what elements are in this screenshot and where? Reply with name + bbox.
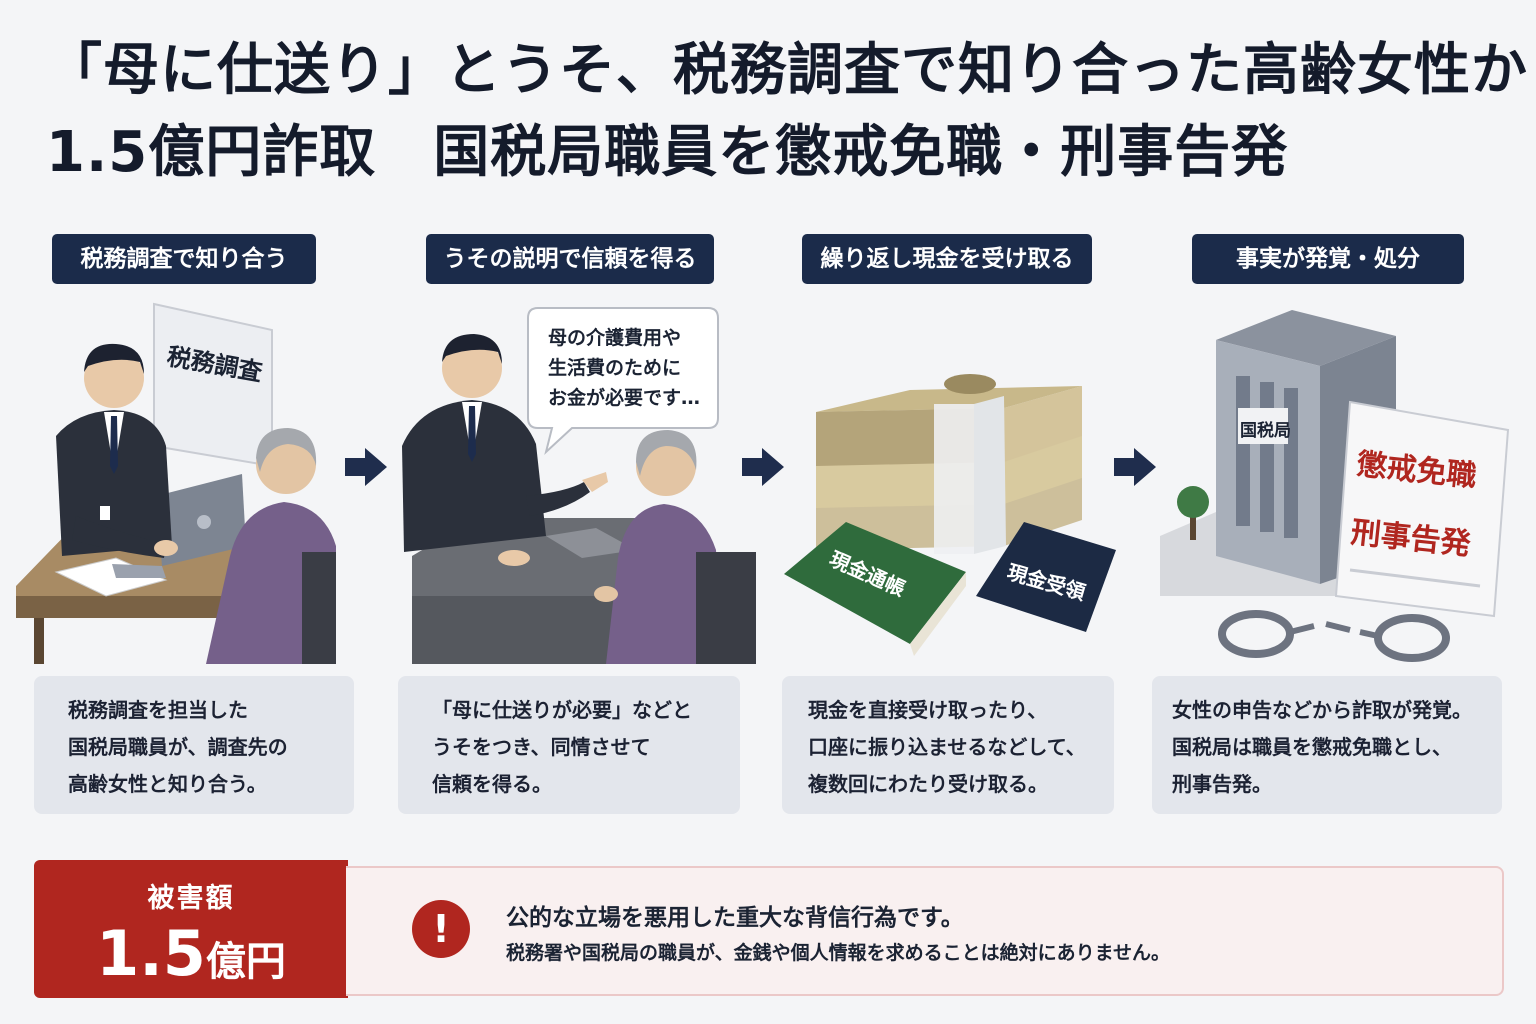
- scene-cash: 現金通帳 現金受領: [784, 374, 1116, 656]
- official-head: [84, 348, 144, 408]
- scene-discovery-punishment: 国税局 懲戒免職 刑事告発: [1160, 310, 1510, 662]
- official-suit: [56, 410, 172, 556]
- desc-line: 信頼を得る。: [432, 772, 552, 796]
- document: [54, 557, 168, 597]
- scene-false-explanation: 母の介護費用や 生活費のために お金が必要です…: [402, 307, 756, 664]
- desc-line: 税務調査を担当した: [68, 698, 248, 722]
- bankbook-green: 現金通帳: [784, 522, 966, 656]
- warning-main-text: 公的な立場を悪用した重大な背信行為です。: [506, 905, 964, 931]
- desc-line: 複数回にわたり受け取る。: [808, 772, 1048, 796]
- damage-number: 1.5: [96, 917, 206, 990]
- warning-box: ! 公的な立場を悪用した重大な背信行為です。 税務署や国税局の職員が、金銭や個人…: [346, 866, 1504, 996]
- headline: 「母に仕送り」とうそ、税務調査で知り合った高齢女性から 1.5億円詐取 国税局職…: [46, 30, 1536, 194]
- step-3-tag: 繰り返し現金を受け取る: [802, 234, 1092, 284]
- desc-line: 「母に仕送りが必要」などと: [432, 698, 692, 722]
- damage-amount: 1.5億円: [34, 917, 348, 990]
- desc-line: 口座に振り込ませるなどして、: [808, 735, 1086, 759]
- elderly-woman-clothes: [606, 504, 722, 664]
- speech-bubble: [527, 307, 719, 456]
- bubble-line-2: 生活費のために: [548, 356, 681, 379]
- desc-line: 刑事告発。: [1172, 772, 1272, 796]
- official-head: [442, 338, 502, 398]
- handcuffs-icon: [1218, 610, 1450, 662]
- arrow-right-icon: [742, 448, 784, 486]
- scene-tax-audit: 税務調査: [16, 302, 336, 664]
- desc-line: 国税局職員が、調査先の: [68, 735, 288, 759]
- exclamation-icon: !: [412, 900, 470, 958]
- step-4-description: 女性の申告などから詐取が発覚。 国税局は職員を懲戒免職とし、 刑事告発。: [1152, 676, 1502, 814]
- building-sign: 国税局: [1240, 420, 1291, 441]
- bubble-line-3: お金が必要です…: [548, 386, 700, 409]
- headline-line-1: 「母に仕送り」とうそ、税務調査で知り合った高齢女性から: [46, 38, 1536, 103]
- step-4-tag: 事実が発覚・処分: [1192, 234, 1464, 284]
- desc-line: 現金を直接受け取ったり、: [808, 698, 1048, 722]
- step-1-tag: 税務調査で知り合う: [52, 234, 316, 284]
- step-2-description: 「母に仕送りが必要」などと うそをつき、同情させて 信頼を得る。: [398, 676, 740, 814]
- desc-line: 国税局は職員を懲戒免職とし、: [1172, 735, 1452, 759]
- damage-amount-panel: 被害額 1.5億円: [34, 860, 348, 998]
- warning-sub-text: 税務署や国税局の職員が、金銭や個人情報を求めることは絶対にありません。: [506, 942, 1171, 964]
- damage-unit: 億円: [205, 939, 286, 985]
- cash-stack: [816, 374, 1082, 554]
- disciplinary-document: 懲戒免職 刑事告発: [1334, 400, 1510, 618]
- official-suit: [402, 400, 546, 552]
- tree-icon: [1177, 486, 1209, 540]
- receipt-book-navy: 現金受領: [976, 522, 1116, 632]
- bubble-line-1: 母の介護費用や: [548, 326, 681, 349]
- arrow-right-icon: [1114, 448, 1156, 486]
- step-2-tag: うその説明で信頼を得る: [426, 234, 714, 284]
- headline-line-2: 1.5億円詐取 国税局職員を懲戒免職・刑事告発: [46, 120, 1289, 185]
- desc-line: 高齢女性と知り合う。: [68, 772, 267, 796]
- damage-label: 被害額: [147, 883, 235, 914]
- desc-line: 女性の申告などから詐取が発覚。: [1172, 698, 1472, 722]
- step-3-description: 現金を直接受け取ったり、 口座に振り込ませるなどして、 複数回にわたり受け取る。: [782, 676, 1114, 814]
- step-1-description: 税務調査を担当した 国税局職員が、調査先の 高齢女性と知り合う。: [34, 676, 354, 814]
- desc-line: うそをつき、同情させて: [432, 735, 651, 759]
- arrow-right-icon: [345, 448, 387, 486]
